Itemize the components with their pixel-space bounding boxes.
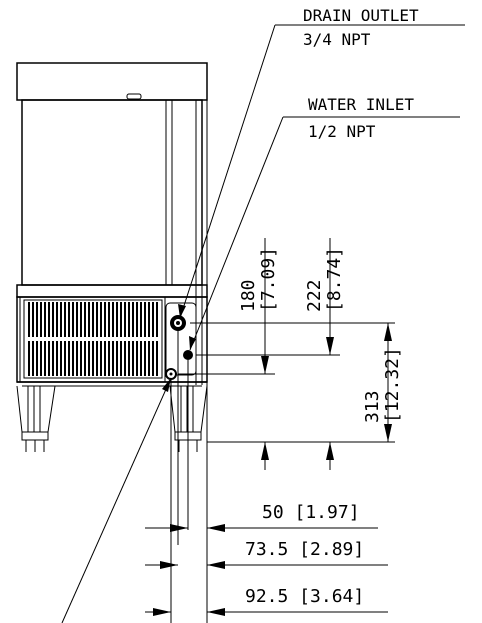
horizontal-dimensions: 50 [1.97] 73.5 [2.89] 92.5 [3.64] [145,330,388,623]
dim-180-in: [7.09] [258,247,279,312]
drain-outlet-label: DRAIN OUTLET [303,6,419,25]
drain-outlet-size: 3/4 NPT [303,30,371,49]
base-band [16,284,208,298]
dim-313-in: [12.32] [382,347,403,423]
top-cap [16,62,208,101]
water-inlet-fitting [183,350,193,360]
dim-313-mm: 313 [362,390,383,423]
water-inlet-callout: WATER INLET 1/2 NPT [189,95,460,351]
drain-fitting [170,315,186,331]
dim-50: 50 [1.97] [262,502,360,523]
louver-grille-upper [26,302,160,337]
leg-left [16,385,56,452]
dim-92-5: 92.5 [3.64] [245,586,364,607]
lower-fitting-leader [61,377,172,623]
door-panel [21,99,203,286]
unit-elevation [16,62,208,452]
lower-fitting [165,368,177,380]
handle [126,93,142,100]
louver-grille-lower [26,341,160,376]
drain-outlet-callout: DRAIN OUTLET 3/4 NPT [178,6,465,319]
water-inlet-size: 1/2 NPT [308,122,376,141]
dim-222-in: [8.74] [324,247,345,312]
vertical-dimensions: 180 [7.09] 222 [8.74] 313 [12.32] [178,238,403,470]
dim-180-mm: 180 [238,279,259,312]
dim-222-mm: 222 [304,279,325,312]
dim-73-5: 73.5 [2.89] [245,539,364,560]
water-inlet-label: WATER INLET [308,95,414,114]
